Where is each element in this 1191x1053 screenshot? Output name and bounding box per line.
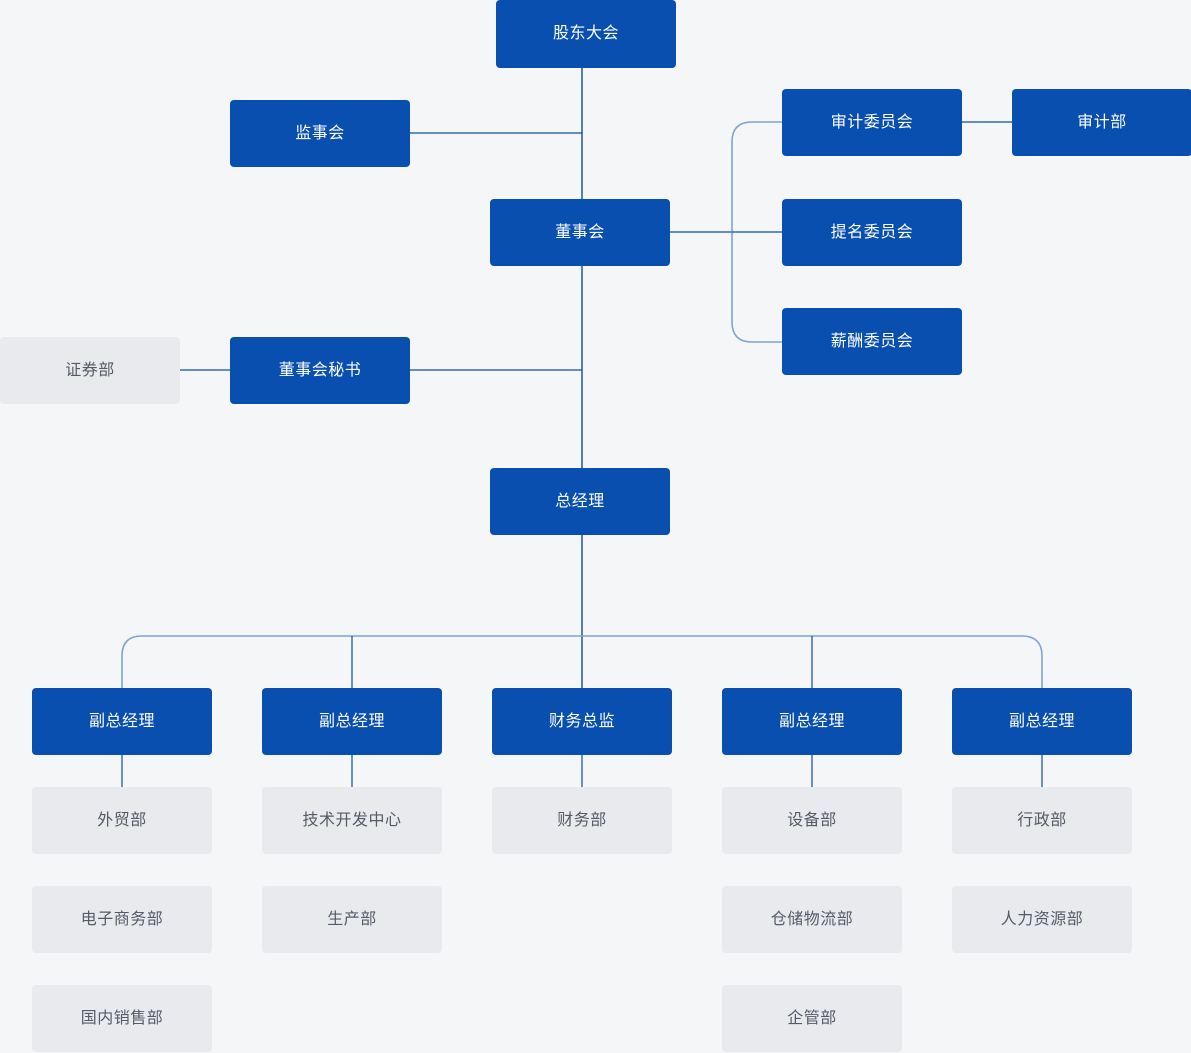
edge-gm-bracket [121, 635, 1043, 688]
node-human-resources-department[interactable]: 人力资源部 [952, 886, 1132, 953]
node-foreign-trade-department[interactable]: 外贸部 [32, 787, 212, 854]
node-board-secretary[interactable]: 董事会秘书 [230, 337, 410, 404]
node-label: 生产部 [327, 910, 377, 928]
node-enterprise-management-department[interactable]: 企管部 [722, 985, 902, 1052]
node-label: 副总经理 [88, 712, 155, 730]
node-label: 行政部 [1017, 811, 1067, 829]
node-label: 监事会 [295, 124, 345, 142]
node-label: 审计委员会 [830, 113, 914, 131]
node-production-department[interactable]: 生产部 [262, 886, 442, 953]
node-securities-department[interactable]: 证券部 [0, 337, 180, 404]
node-label: 设备部 [787, 811, 837, 829]
node-label: 电子商务部 [80, 910, 164, 928]
node-label: 审计部 [1077, 113, 1127, 131]
node-financial-director[interactable]: 财务总监 [492, 688, 672, 755]
node-label: 财务部 [557, 811, 607, 829]
node-vice-general-manager-3[interactable]: 副总经理 [722, 688, 902, 755]
node-label: 证券部 [65, 361, 115, 379]
node-general-manager[interactable]: 总经理 [490, 468, 670, 535]
node-label: 董事会秘书 [278, 361, 362, 379]
node-finance-department[interactable]: 财务部 [492, 787, 672, 854]
node-board-of-directors[interactable]: 董事会 [490, 199, 670, 266]
node-label: 财务总监 [548, 712, 615, 730]
node-label: 人力资源部 [1000, 910, 1084, 928]
node-equipment-department[interactable]: 设备部 [722, 787, 902, 854]
node-domestic-sales-department[interactable]: 国内销售部 [32, 985, 212, 1052]
node-label: 技术开发中心 [302, 811, 402, 829]
node-nomination-committee[interactable]: 提名委员会 [782, 199, 962, 266]
node-supervisory-board[interactable]: 监事会 [230, 100, 410, 167]
node-audit-committee[interactable]: 审计委员会 [782, 89, 962, 156]
node-label: 仓储物流部 [770, 910, 854, 928]
node-warehouse-logistics-department[interactable]: 仓储物流部 [722, 886, 902, 953]
node-label: 董事会 [555, 223, 605, 241]
node-label: 提名委员会 [830, 223, 914, 241]
node-vice-general-manager-1[interactable]: 副总经理 [32, 688, 212, 755]
node-compensation-committee[interactable]: 薪酬委员会 [782, 308, 962, 375]
node-ecommerce-department[interactable]: 电子商务部 [32, 886, 212, 953]
node-label: 外贸部 [97, 811, 147, 829]
node-label: 企管部 [787, 1009, 837, 1027]
node-label: 副总经理 [778, 712, 845, 730]
node-label: 副总经理 [1008, 712, 1075, 730]
node-label: 薪酬委员会 [830, 332, 914, 350]
node-vice-general-manager-4[interactable]: 副总经理 [952, 688, 1132, 755]
node-administration-department[interactable]: 行政部 [952, 787, 1132, 854]
node-label: 国内销售部 [80, 1009, 164, 1027]
node-vice-general-manager-2[interactable]: 副总经理 [262, 688, 442, 755]
node-shareholders[interactable]: 股东大会 [496, 0, 676, 68]
node-label: 总经理 [555, 492, 605, 510]
node-audit-department[interactable]: 审计部 [1012, 89, 1191, 156]
node-label: 副总经理 [318, 712, 385, 730]
edge-committees-bracket [731, 121, 782, 343]
node-technology-development-center[interactable]: 技术开发中心 [262, 787, 442, 854]
node-label: 股东大会 [552, 25, 619, 43]
